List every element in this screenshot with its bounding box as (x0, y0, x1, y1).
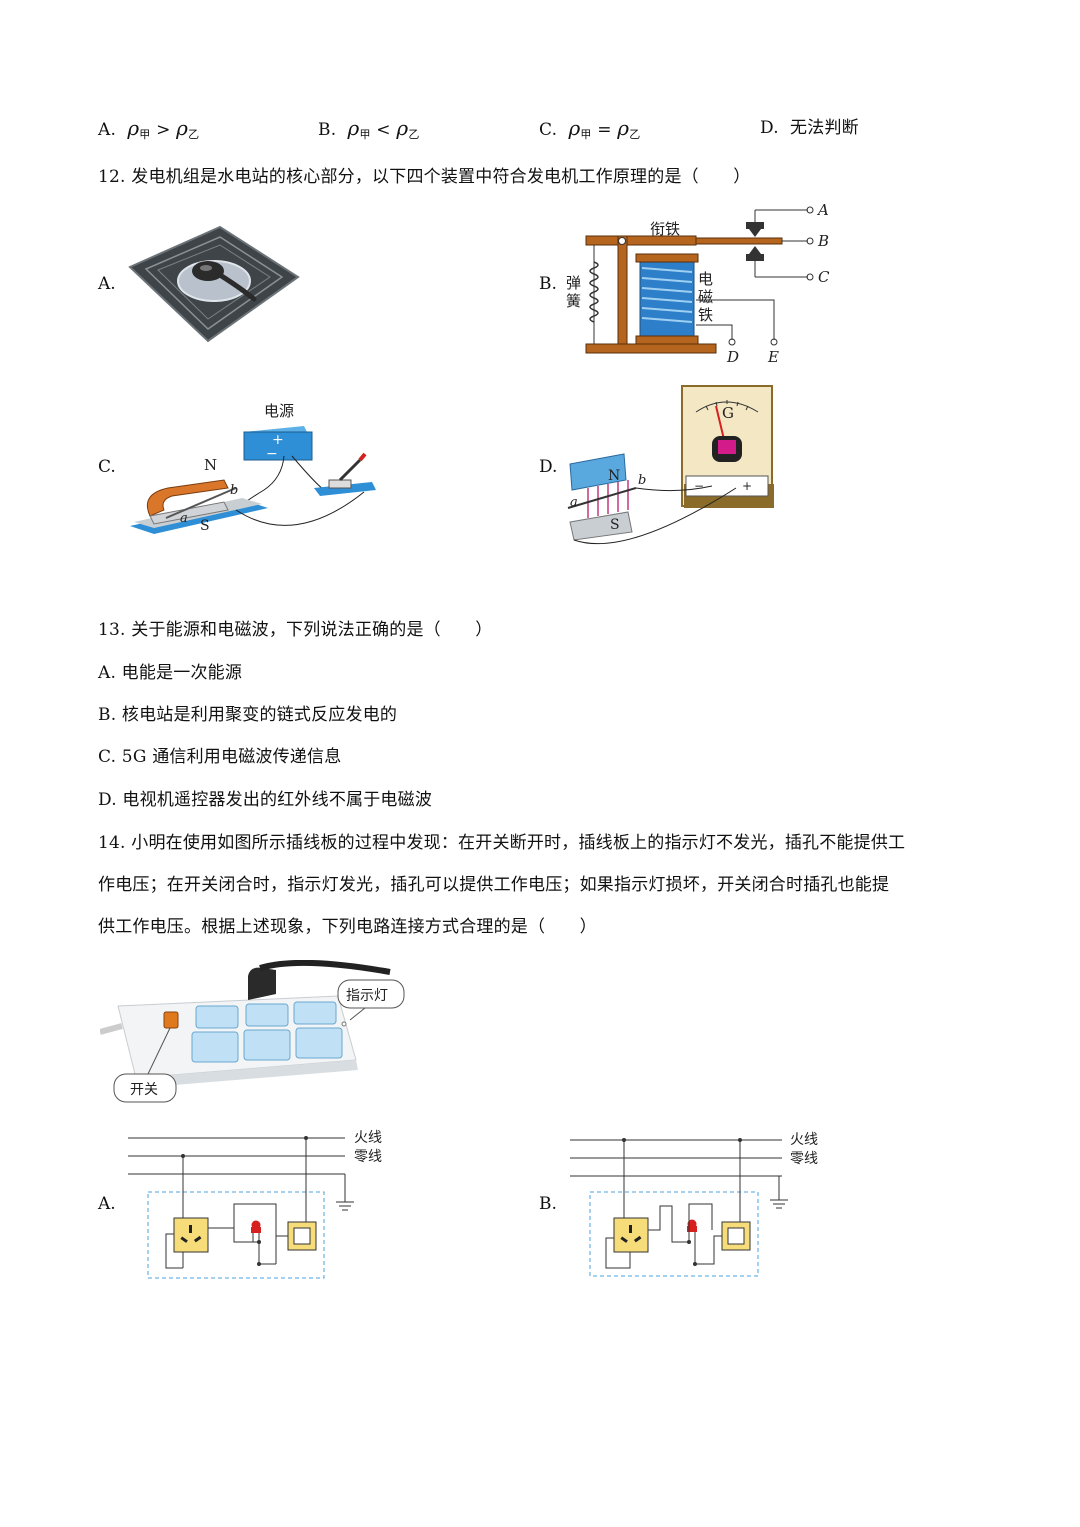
q13-option-c[interactable]: C. 5G 通信利用电磁波传递信息 (98, 747, 342, 767)
compass-spoon-image (128, 225, 300, 343)
svg-text:C: C (818, 268, 830, 286)
q13-option-a[interactable]: A. 电能是一次能源 (98, 663, 243, 683)
armature-label: 衔铁 (650, 220, 680, 238)
svg-text:+: + (272, 432, 284, 448)
svg-text:N: N (204, 456, 217, 474)
circuit-diagram-a: 火线 零线 (128, 1130, 382, 1279)
q12-label-b[interactable]: B. (539, 274, 557, 294)
svg-text:磁: 磁 (698, 288, 713, 306)
svg-text:零线: 零线 (790, 1151, 818, 1167)
q11-option-d[interactable]: D. 无法判断 (760, 118, 859, 138)
svg-text:S: S (610, 517, 620, 533)
svg-text:N: N (608, 468, 620, 484)
q11-option-c[interactable]: C. ρ甲 = ρ乙 (539, 116, 641, 141)
q13-stem: 13. 关于能源和电磁波，下列说法正确的是（ ） (98, 620, 493, 640)
svg-text:火线: 火线 (354, 1130, 382, 1146)
q13-option-d[interactable]: D. 电视机遥控器发出的红外线不属于电磁波 (98, 790, 433, 810)
svg-text:铁: 铁 (698, 306, 713, 324)
svg-text:簧: 簧 (566, 292, 581, 310)
q13-option-b[interactable]: B. 核电站是利用聚变的链式反应发电的 (98, 705, 398, 725)
circuit-diagram-b: 火线 零线 (570, 1132, 818, 1277)
svg-text:D: D (726, 348, 739, 366)
power-source-rail-diagram: 电源 + − N S a b (130, 402, 376, 534)
svg-text:a: a (570, 495, 578, 510)
svg-text:−: − (266, 446, 278, 462)
svg-text:+: + (742, 479, 752, 493)
q14-label-b[interactable]: B. (539, 1194, 557, 1214)
svg-text:A: A (816, 201, 829, 219)
q11-option-b[interactable]: B. ρ甲 < ρ乙 (318, 116, 420, 141)
svg-text:电源: 电源 (264, 402, 294, 420)
q12-label-d[interactable]: D. (539, 457, 558, 477)
q14-stem-line-3: 供工作电压。根据上述现象，下列电路连接方式合理的是（ ） (98, 917, 597, 937)
svg-text:G: G (722, 404, 734, 422)
q12-label-c[interactable]: C. (98, 457, 116, 477)
svg-text:E: E (767, 348, 779, 366)
q14-label-a[interactable]: A. (98, 1194, 116, 1214)
galvanometer-induction-diagram: G − + N S a b (567, 385, 774, 545)
svg-text:电: 电 (698, 270, 713, 288)
q11-option-a[interactable]: A. ρ甲 > ρ乙 (98, 116, 200, 141)
q14-stem-line-1: 14. 小明在使用如图所示插线板的过程中发现：在开关断开时，插线板上的指示灯不发… (98, 833, 906, 853)
q12-label-a[interactable]: A. (98, 274, 116, 294)
svg-text:b: b (638, 473, 646, 488)
svg-text:火线: 火线 (790, 1132, 818, 1148)
q12-stem: 12. 发电机组是水电站的核心部分，以下四个装置中符合发电机工作原理的是（ ） (98, 167, 751, 187)
switch-callout-label: 开关 (130, 1082, 158, 1098)
indicator-callout-label: 指示灯 (346, 988, 388, 1004)
power-strip-image: 指示灯 开关 (100, 960, 405, 1103)
svg-text:−: − (694, 479, 704, 493)
q14-stem-line-2: 作电压；在开关闭合时，指示灯发光，插孔可以提供工作电压；如果指示灯损坏，开关闭合… (98, 875, 890, 895)
relay-diagram: 衔铁 弹 簧 电 磁 铁 A B C D E (566, 201, 830, 366)
svg-text:B: B (817, 232, 829, 250)
svg-text:零线: 零线 (354, 1149, 382, 1165)
svg-text:b: b (230, 483, 238, 498)
svg-text:S: S (200, 518, 210, 534)
svg-text:a: a (180, 511, 188, 526)
svg-text:弹: 弹 (566, 274, 581, 292)
